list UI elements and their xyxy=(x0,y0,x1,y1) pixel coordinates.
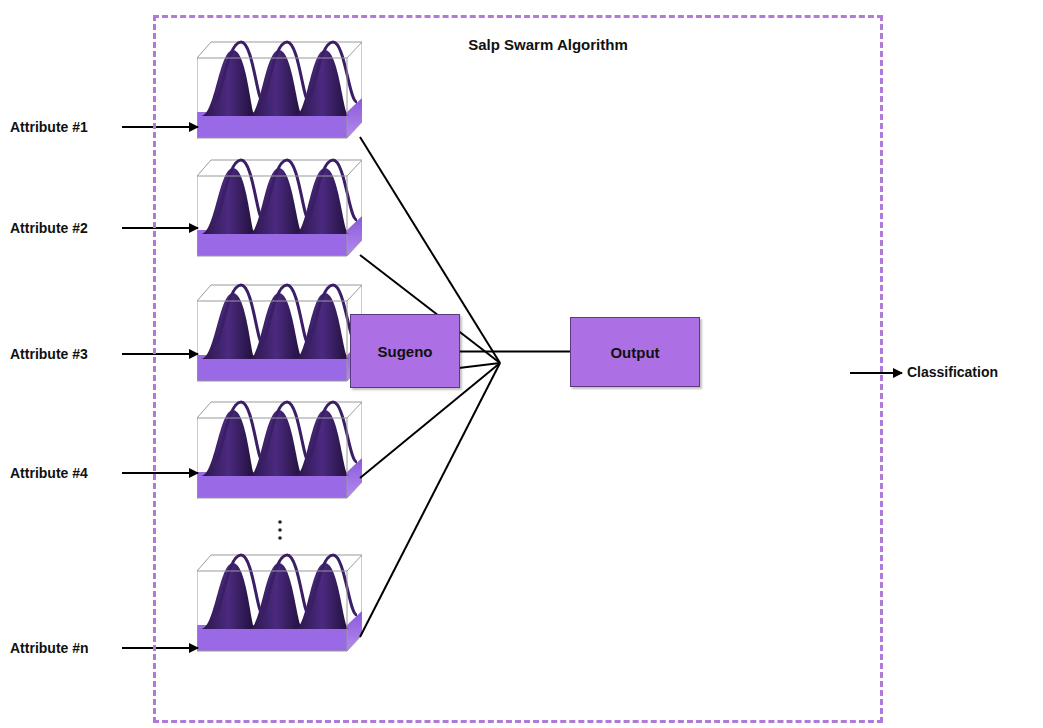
process-box: Sugeno xyxy=(350,314,460,388)
box-label: Sugeno xyxy=(378,343,433,360)
attribute-label: Attribute #2 xyxy=(10,220,88,236)
attribute-label: Attribute #1 xyxy=(10,119,88,135)
vertical-ellipsis xyxy=(278,520,282,540)
membership-function-plot xyxy=(197,42,362,651)
connector xyxy=(460,351,570,353)
algorithm-frame: Salp Swarm AlgorithmSugeno Output xyxy=(153,15,883,723)
frame-title: Salp Swarm Algorithm xyxy=(156,36,880,53)
process-box: Output xyxy=(570,317,700,387)
box-label: Output xyxy=(610,344,659,361)
output-arrow xyxy=(850,372,902,374)
attribute-label: Attribute #4 xyxy=(10,465,88,481)
attribute-label: Attribute #3 xyxy=(10,346,88,362)
input-arrow xyxy=(122,127,198,648)
output-label: Classification xyxy=(907,364,998,380)
attribute-label: Attribute #n xyxy=(10,640,89,656)
